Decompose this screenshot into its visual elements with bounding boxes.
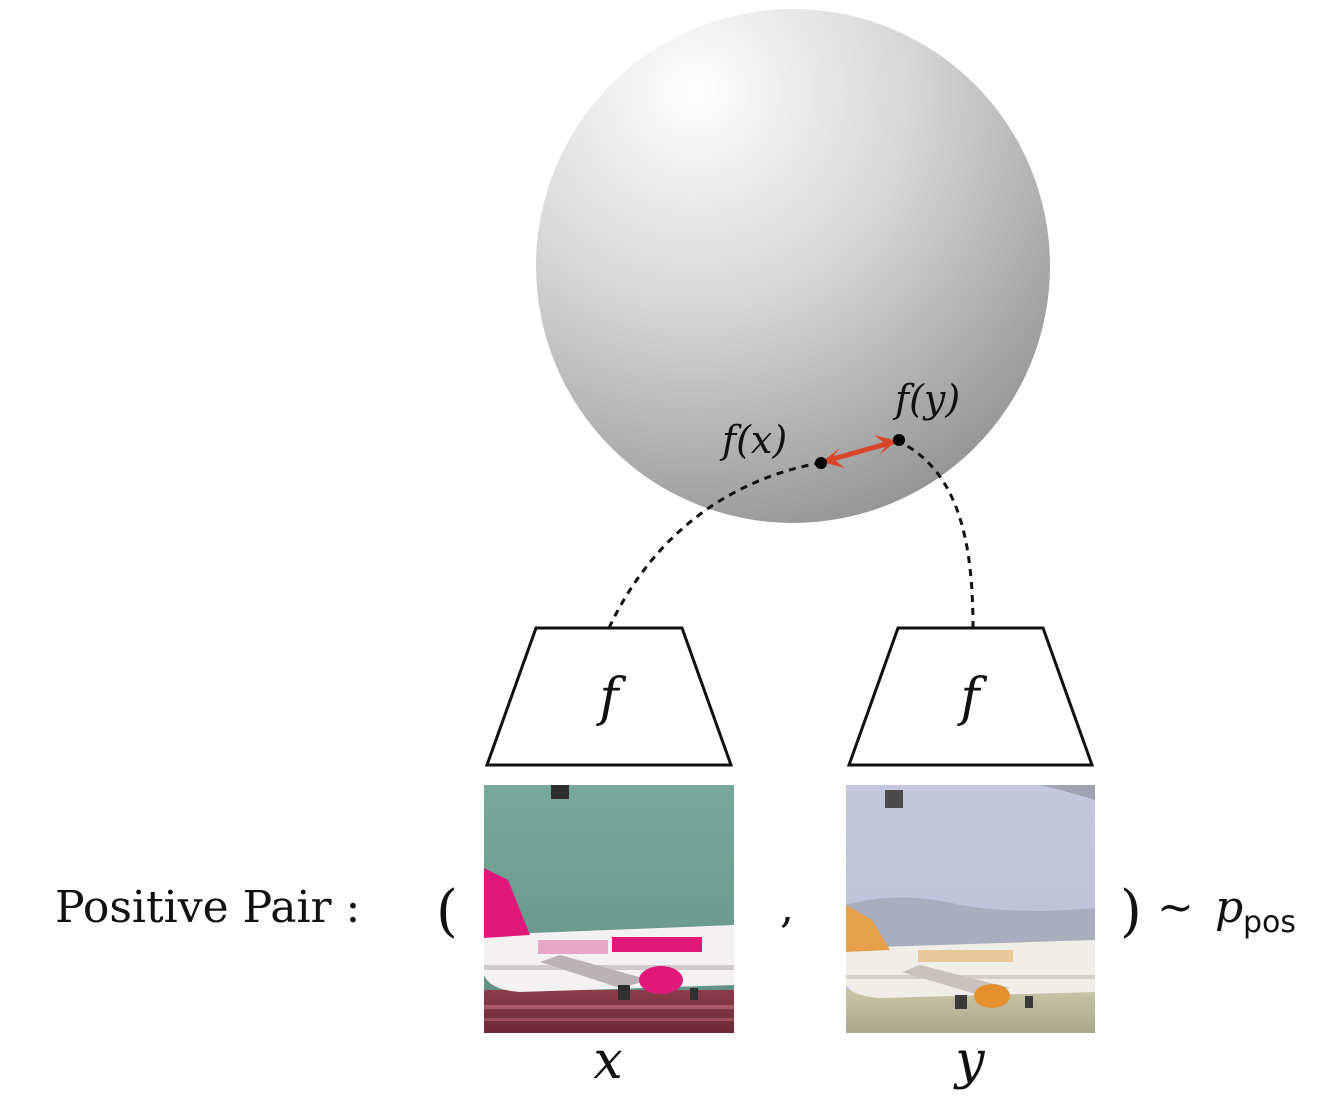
alignment-link xyxy=(819,435,900,468)
label-fx: f(x) xyxy=(719,418,787,462)
embedding-sphere xyxy=(536,9,1050,523)
label-fy: f(y) xyxy=(892,377,960,421)
positive-pair-label: Positive Pair : xyxy=(55,882,360,933)
open-paren: ( xyxy=(436,879,458,944)
image-label-y: y xyxy=(953,1031,985,1091)
airplane-image-x xyxy=(484,785,734,1033)
encoder-right: f xyxy=(846,626,1095,767)
image-label-x: x xyxy=(593,1031,622,1091)
connector-x xyxy=(607,461,821,629)
close-paren: ) xyxy=(1120,879,1142,944)
connector-y xyxy=(897,439,975,629)
tilde-symbol: ∼ xyxy=(1157,882,1194,933)
distribution-subscript: pos xyxy=(1243,905,1296,940)
point-fy xyxy=(893,434,905,446)
pair-comma: , xyxy=(780,882,794,933)
airplane-image-y xyxy=(846,785,1095,1033)
distribution-symbol: p xyxy=(1215,882,1243,933)
point-fx xyxy=(815,457,827,469)
encoder-left: f xyxy=(484,626,734,767)
